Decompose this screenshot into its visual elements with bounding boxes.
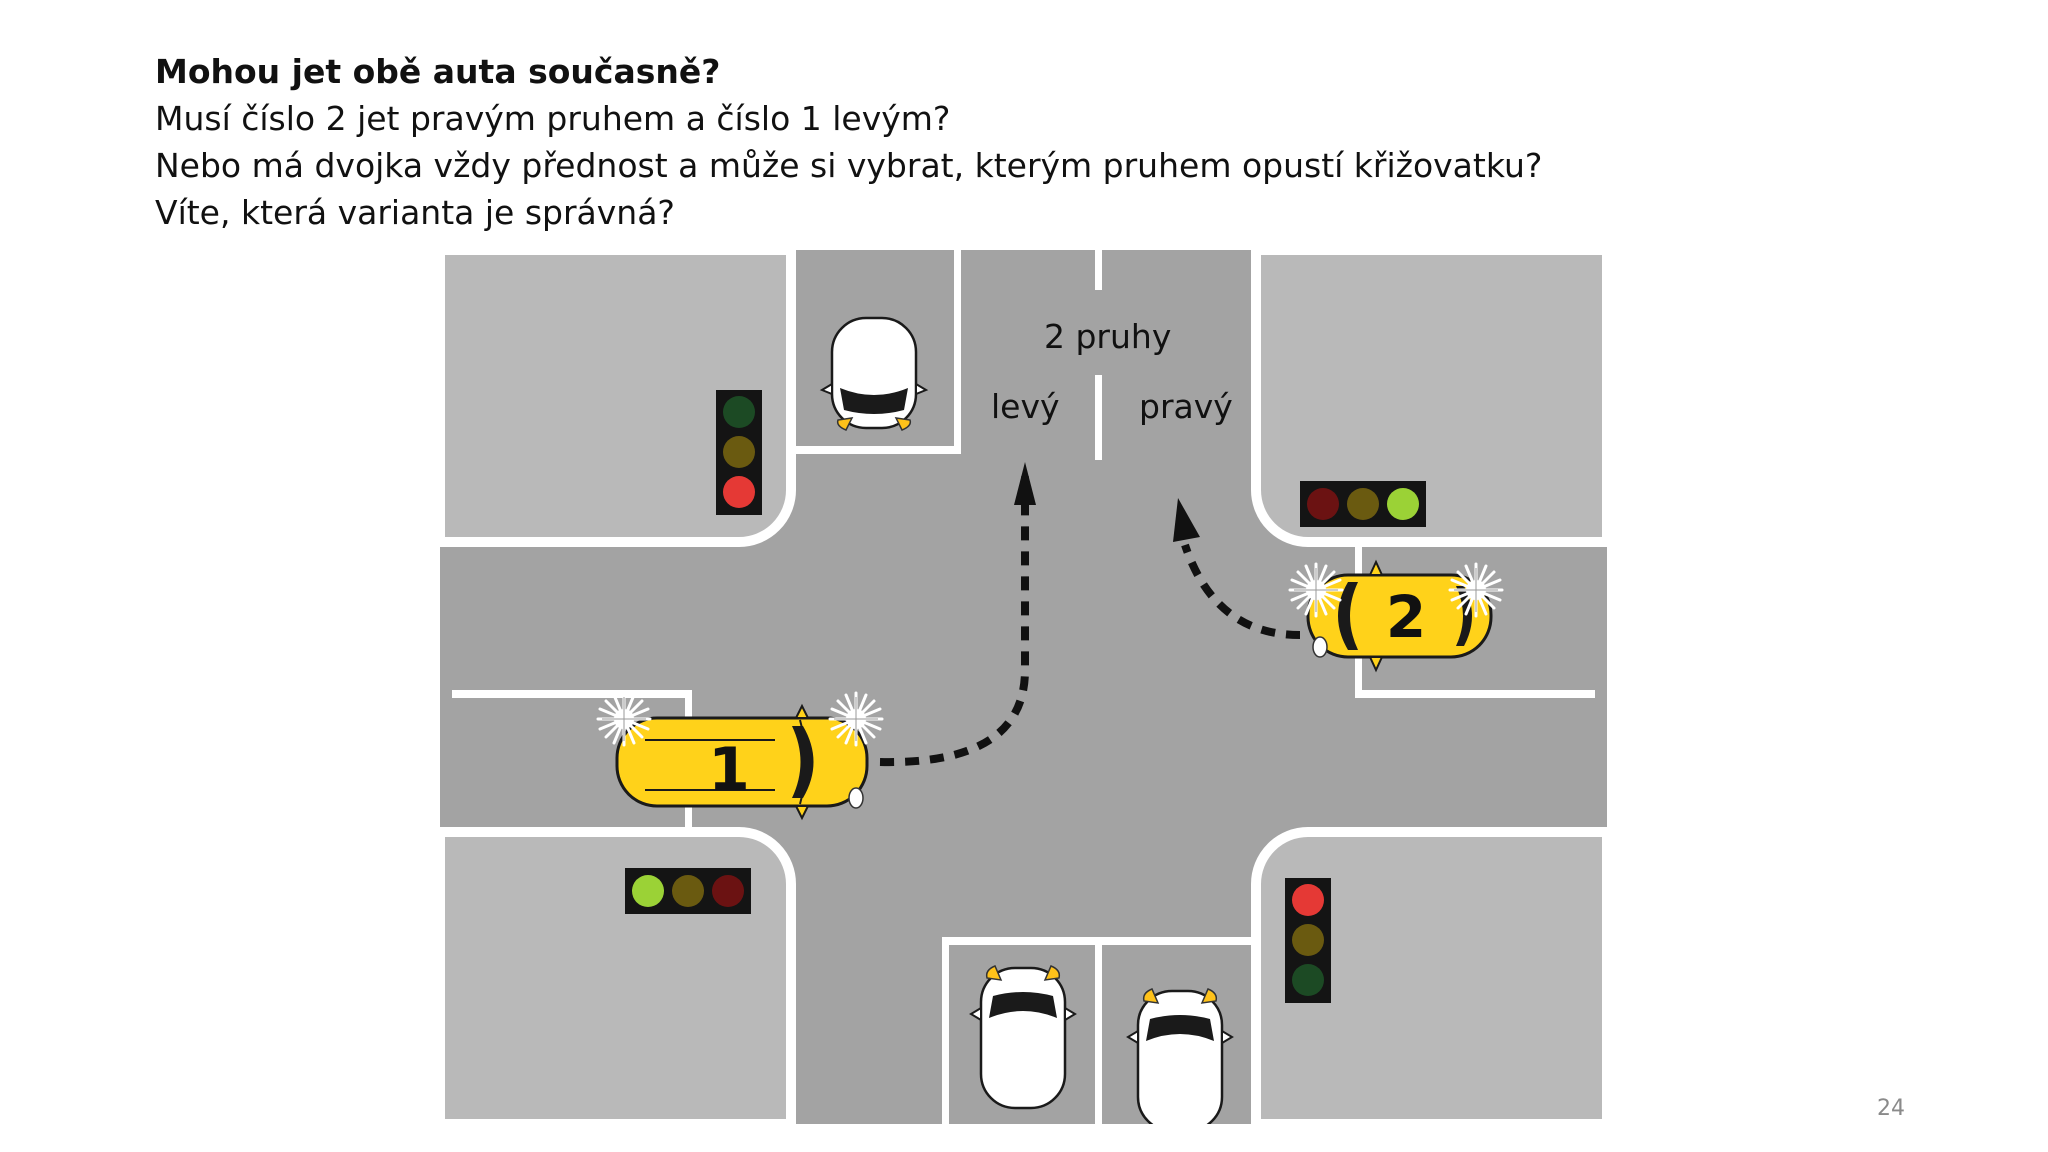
slide-text: Mohou jet obě auta současně? Musí číslo … [155, 48, 1542, 236]
intersection-diagram: 2 pruhy levý pravý [440, 250, 1607, 1124]
corner-block-top-right [1251, 250, 1607, 547]
car-1-number: 1 [708, 735, 750, 805]
taxi-car-icon: 2 [1306, 559, 1493, 673]
blinker-flash-icon [596, 691, 652, 747]
white-car-icon [969, 964, 1077, 1110]
taxi-car-icon: 1 [615, 703, 869, 821]
blinker-flash-icon [1288, 562, 1344, 618]
traffic-light-icon [625, 868, 751, 914]
traffic-light-icon [1300, 481, 1426, 527]
question-line-2: Musí číslo 2 jet pravým pruhem a číslo 1… [155, 99, 951, 138]
lanes-label: 2 pruhy [1044, 317, 1171, 356]
question-title: Mohou jet obě auta současně? [155, 52, 721, 91]
left-lane-label: levý [991, 387, 1060, 426]
car-2-number: 2 [1386, 583, 1426, 651]
page-number: 24 [1877, 1096, 1905, 1121]
question-line-3: Nebo má dvojka vždy přednost a může si v… [155, 146, 1543, 185]
right-lane-label: pravý [1139, 387, 1233, 426]
blinker-flash-icon [1448, 562, 1504, 618]
white-car-icon [820, 316, 928, 432]
blinker-flash-icon [828, 691, 884, 747]
white-car-icon [1126, 987, 1234, 1124]
corner-block-bottom-right [1251, 827, 1607, 1124]
turn-arrow-icon [1173, 498, 1301, 639]
corner-block-top-left [440, 250, 796, 547]
traffic-light-icon [716, 390, 762, 515]
question-line-4: Víte, která varianta je správná? [155, 193, 675, 232]
turn-arrow-icon [879, 462, 1036, 767]
traffic-light-icon [1285, 878, 1331, 1003]
